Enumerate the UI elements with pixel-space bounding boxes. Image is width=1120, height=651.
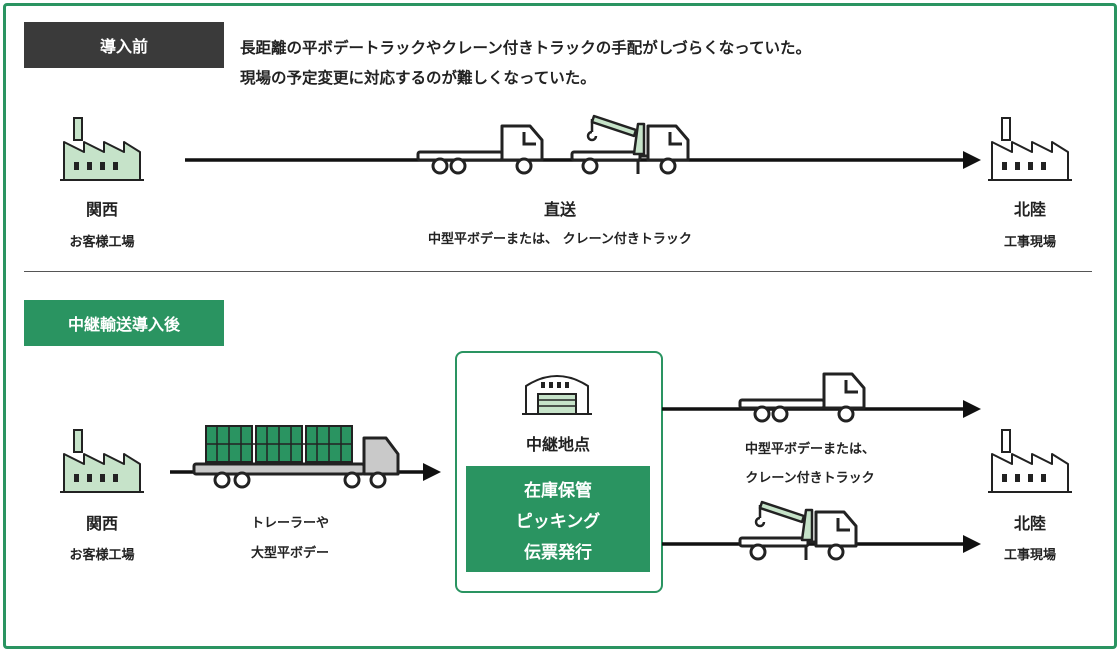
hub-service-storage: 在庫保管 [524,480,592,501]
before-route-name: 直送 [543,200,576,219]
flatbed-truck-icon-after [738,372,866,423]
hub-service-picking: ピッキング [515,511,601,532]
after-tag: 中継輸送導入後 [24,300,224,346]
factory-icon-destination-after [987,429,1073,493]
warehouse-icon [522,375,592,415]
hub-service-slip: 伝票発行 [524,542,592,563]
before-destination-sub: 工事現場 [1003,235,1056,250]
trailer-label-line1: トレーラーや [250,516,329,531]
after-destination-sub: 工事現場 [1003,548,1056,563]
section-divider [24,271,1092,272]
crane-truck-icon-before [570,114,690,176]
before-route-sub: 中型平ボデーまたは、 クレーン付きトラック [428,232,692,247]
hub-services-box: 在庫保管 ピッキング 伝票発行 [466,466,650,572]
crane-truck-icon-after [738,500,858,562]
after-destination-name: 北陸 [1013,514,1046,533]
trailer-label-line2: 大型平ボデー [250,546,329,561]
before-origin-name: 関西 [85,200,118,219]
before-origin-sub: お客様工場 [69,235,135,250]
factory-icon-origin-after [59,429,145,493]
factory-icon-origin-before [59,117,145,181]
after-origin-sub: お客様工場 [69,548,135,563]
hub-name: 中継地点 [525,435,590,454]
trailer-truck-icon [192,425,400,489]
after-origin-name: 関西 [85,514,118,533]
before-destination-name: 北陸 [1013,200,1046,219]
truck-label-line2: クレーン付きトラック [745,471,875,486]
flatbed-truck-icon-before [416,124,544,175]
before-description-line1: 長距離の平ボデートラックやクレーン付きトラックの手配がしづらくなっていた。 [240,39,812,57]
before-description-line2: 現場の予定変更に対応するのが難しくなっていた。 [240,69,596,87]
before-tag: 導入前 [24,22,224,68]
arrow-icon-lower-out [662,535,981,553]
factory-icon-destination-before [987,117,1073,181]
truck-label-line1: 中型平ボデーまたは、 [744,442,875,457]
